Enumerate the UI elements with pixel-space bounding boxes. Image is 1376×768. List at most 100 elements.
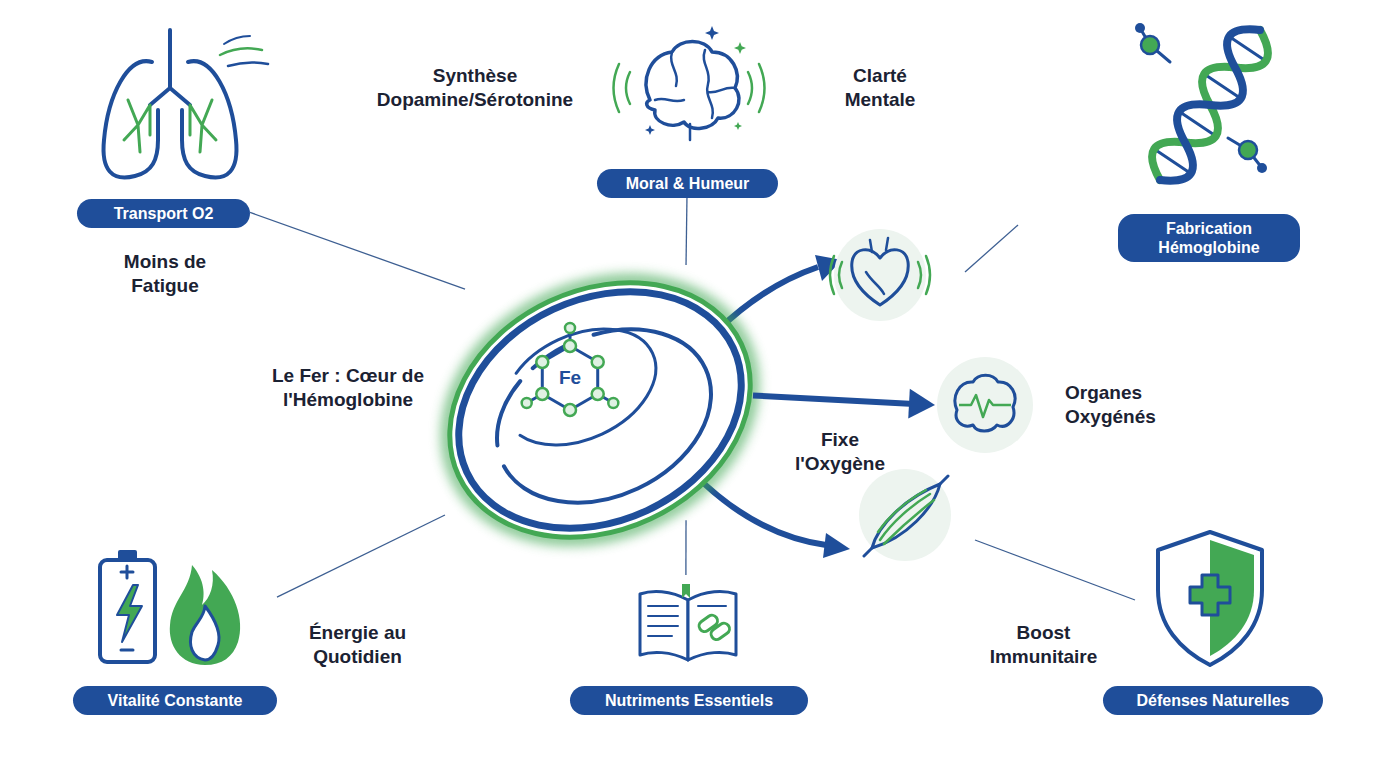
molecule-atom: [1239, 141, 1257, 159]
bookmark: [682, 584, 690, 598]
lightning-bolt: [117, 585, 142, 642]
annotation-text: Le Fer : Cœur de l'Hémoglobine: [263, 364, 433, 412]
dna-strand: [1160, 29, 1260, 180]
muscle-icon: [859, 469, 951, 561]
edge-label: Fixe l'Oxygène: [790, 428, 890, 476]
molecule-atom: [536, 388, 548, 400]
muscle-shape: [872, 484, 940, 548]
arrow-head: [908, 389, 935, 419]
leader-line: [686, 198, 688, 265]
molecule-atom: [564, 340, 576, 352]
leader-line: [685, 520, 686, 575]
heart-icon: [830, 229, 930, 321]
molecule-atom: [592, 388, 604, 400]
icon-circle: [937, 357, 1033, 453]
pulse-line: [959, 395, 1011, 417]
benefit-node: Nutriments Essentiels: [570, 575, 808, 715]
connector-line: [685, 520, 686, 575]
sparkle: [645, 125, 655, 135]
brain-icon: [614, 26, 765, 140]
flow-arrow: [753, 389, 935, 419]
organ-node: Organes Oxygénés: [935, 355, 1180, 455]
brain-outline: [646, 42, 739, 129]
brain-outline: [955, 375, 1015, 431]
air-flow: [224, 36, 250, 44]
blood-cell-node: Fe: [430, 265, 770, 555]
connector-line: [250, 212, 465, 289]
trachea: [150, 30, 190, 105]
air-flow: [220, 48, 262, 55]
chain-link: [697, 613, 720, 633]
annotation-text: Clarté Mentale: [820, 64, 940, 112]
molecule-atom: [564, 404, 576, 416]
element-symbol: Fe: [545, 366, 595, 390]
tendons: [864, 476, 948, 556]
molecule-atom: [536, 356, 548, 368]
benefit-node: Défenses Naturelles: [1103, 525, 1323, 715]
battery-icon: [100, 550, 155, 662]
arrow-head: [823, 533, 850, 558]
cell-glow: [405, 233, 795, 588]
shield-icon: [1158, 532, 1262, 665]
brain-folds: [655, 50, 735, 140]
sparkle: [734, 42, 746, 54]
bronchi: [124, 100, 216, 152]
annotation-text: Énergie au Quotidien: [290, 621, 425, 669]
molecule-atom: [565, 323, 575, 333]
molecule-atom: [608, 398, 618, 408]
leader-line: [250, 212, 465, 289]
flame-outer: [170, 565, 240, 665]
shield-outline: [1158, 532, 1262, 665]
molecule-bonds: [1140, 28, 1262, 168]
organ-circle-shape: [935, 355, 1180, 455]
signal-arcs: [614, 64, 765, 112]
molecule-atom: [1257, 163, 1267, 173]
leader-line: [965, 225, 1018, 272]
red-blood-cell-shape: [430, 265, 770, 555]
connector-line: [277, 515, 445, 597]
pill-label: Fabrication Hémoglobine: [1118, 214, 1300, 262]
battery-body: [100, 560, 155, 662]
molecule-atom: [1141, 36, 1159, 54]
cell-inner-ring: [486, 306, 675, 468]
organ-label: Organes Oxygénés: [1065, 381, 1180, 429]
pill-label: Moral & Humeur: [597, 169, 778, 198]
book-icon: [640, 584, 736, 660]
chain-link: [709, 621, 732, 641]
annotation-text: Boost Immunitaire: [976, 621, 1111, 669]
annotation-text: Moins de Fatigue: [95, 250, 235, 298]
icon-circle: [859, 469, 951, 561]
leader-line: [277, 515, 445, 597]
lungs-icon: [104, 30, 268, 178]
heart-shape: [852, 250, 909, 305]
molecule-atom: [1135, 23, 1145, 33]
benefit-node: Fabrication Hémoglobine: [1118, 20, 1300, 262]
pill-label: Transport O2: [77, 199, 250, 228]
iron-molecule: [522, 323, 619, 416]
sparkle: [705, 26, 719, 40]
connector-line: [753, 396, 914, 404]
molecule-atom: [522, 398, 532, 408]
benefit-node: Moral & Humeur: [597, 25, 778, 198]
pill-label: Vitalité Constante: [73, 686, 277, 715]
medical-cross: [1190, 575, 1230, 615]
air-flow: [228, 62, 268, 66]
pill-label: Défenses Naturelles: [1103, 686, 1323, 715]
flame-icon: [170, 565, 240, 665]
pulse-arcs: [830, 256, 930, 294]
muscle-fibers: [878, 490, 934, 544]
dna-strand: [1152, 30, 1268, 180]
benefit-node: Vitalité Constante: [73, 525, 277, 715]
annotation-text: Synthèse Dopamine/Sérotonine: [360, 64, 590, 112]
cell-dimple: [469, 296, 740, 536]
benefit-node: Transport O2: [77, 20, 250, 228]
cell-rim: [408, 235, 792, 584]
leader-line: [975, 540, 1135, 600]
book-page: [688, 592, 736, 660]
pill-label: Nutriments Essentiels: [570, 686, 808, 715]
molecule-atom: [592, 356, 604, 368]
heart-vessels: [866, 238, 888, 294]
cell-outline: [420, 247, 780, 572]
